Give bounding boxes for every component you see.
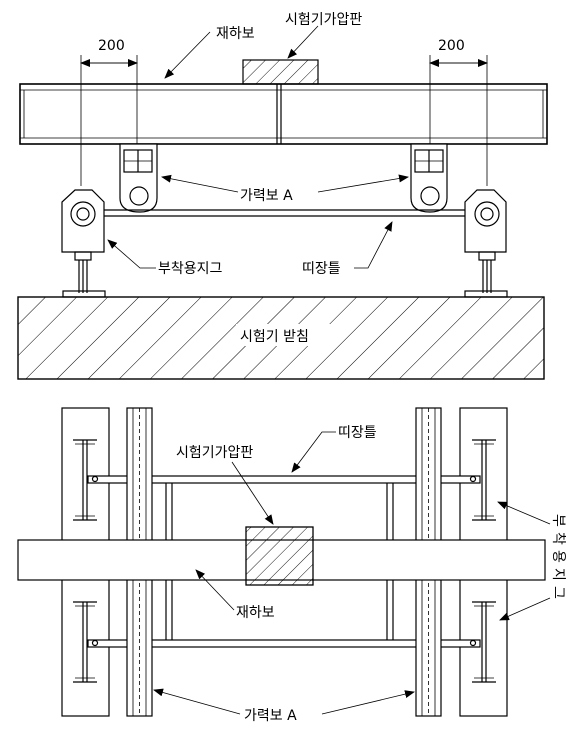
- leader-load-beam: [164, 31, 211, 79]
- plan-ibeam-left-top: [73, 439, 97, 521]
- plan-press-plate: [245, 526, 314, 586]
- label-plan-jig-2: 착: [550, 532, 566, 545]
- top-jig-right: [464, 189, 508, 298]
- plan-ibeam-right-bottom: [472, 601, 496, 683]
- label-plan-beam-a: 가력보 A: [244, 708, 297, 724]
- label-plan-jig-4: 지: [550, 568, 566, 581]
- dim-label-right: 200: [438, 38, 465, 54]
- dimension-left: 200: [80, 38, 138, 186]
- plan-ibeam-right-top: [472, 439, 496, 521]
- elevation-view: 200 200: [17, 12, 548, 380]
- label-strip: 띠장틀: [302, 261, 341, 277]
- label-load-beam: 재하보: [216, 26, 255, 42]
- leader-beam-a-left: [161, 174, 239, 193]
- leader-plan-load-beam: [195, 569, 235, 611]
- top-press-plate: [242, 59, 319, 85]
- label-plan-strip: 띠장틀: [338, 425, 377, 441]
- label-plan-jig-3: 용: [550, 550, 566, 563]
- plan-strip-rods: [87, 475, 481, 648]
- label-plan-press-plate: 시험기가압판: [176, 445, 253, 461]
- top-machine-base: 시험기 받침: [17, 296, 545, 380]
- leader-plan-beam-a-left: [153, 688, 241, 715]
- label-jig: 부착용지그: [158, 261, 223, 277]
- dim-label-left: 200: [98, 38, 125, 54]
- leader-plan-beam-a-right: [321, 690, 415, 715]
- label-press-plate: 시험기가압판: [285, 12, 362, 28]
- leader-plan-jig-bottom: [499, 597, 551, 621]
- leader-plan-press-plate: [231, 461, 274, 525]
- label-plan-jig-5: 그: [550, 586, 566, 599]
- plan-ibeam-left-bottom: [73, 601, 97, 683]
- label-beam-a: 가력보 A: [240, 188, 293, 204]
- leader-beam-a-right: [317, 174, 409, 193]
- leader-plan-strip: [291, 431, 336, 473]
- label-machine-base: 시험기 받침: [240, 329, 309, 345]
- top-strip-frame: [97, 209, 476, 217]
- label-plan-load-beam: 재하보: [236, 605, 275, 621]
- top-jig-left: [61, 189, 106, 298]
- leader-press-plate: [287, 25, 319, 59]
- top-beam-a-left: [119, 143, 158, 213]
- leader-jig: [107, 239, 156, 269]
- dimension-right: 200: [429, 38, 488, 186]
- top-load-beam: [19, 83, 548, 145]
- top-beam-a-right: [410, 143, 448, 213]
- leader-plan-jig-top: [497, 501, 551, 525]
- leader-strip: [354, 221, 393, 269]
- plan-view: 시험기가압판 띠장틀 부 착 용 지 그 재하보 가력보 A: [17, 407, 566, 724]
- label-plan-jig-1: 부: [550, 514, 566, 527]
